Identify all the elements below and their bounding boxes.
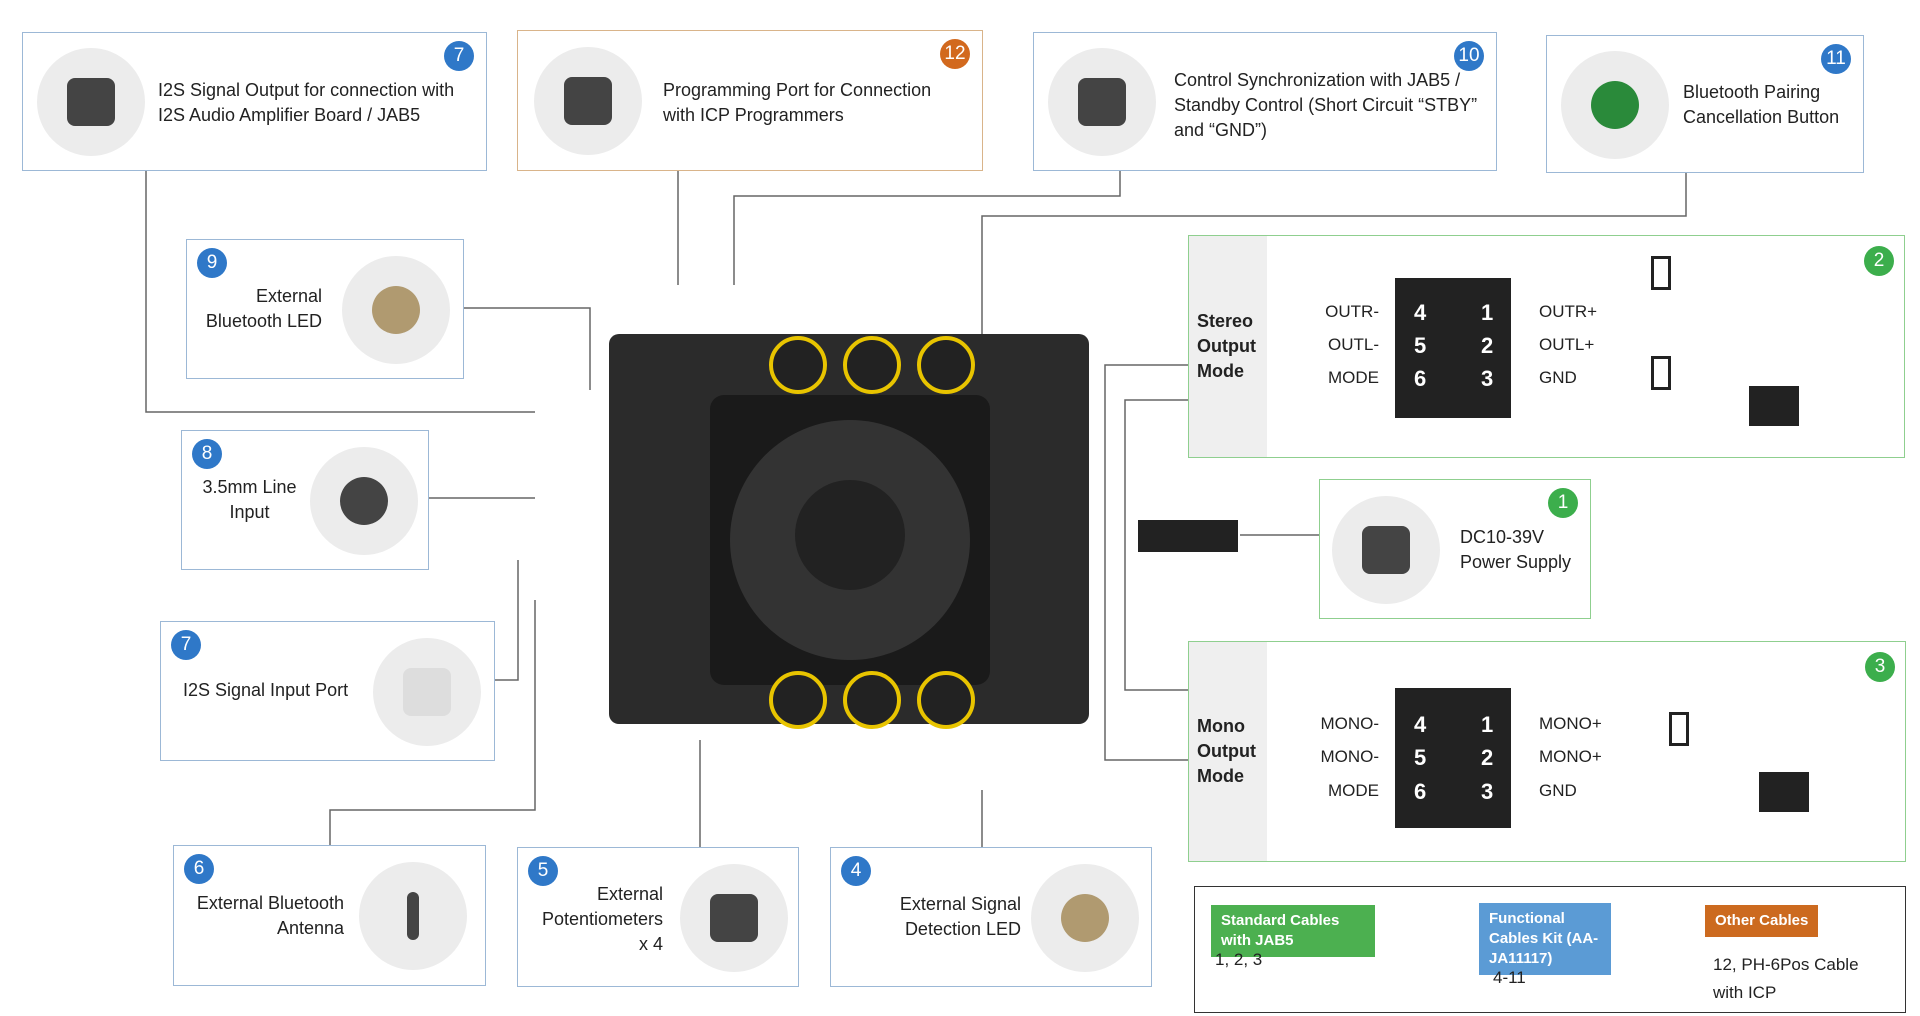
speaker-cable-image <box>1749 386 1799 426</box>
mono-output-panel: Mono Output Mode MONO- MONO- MODE 4 5 6 … <box>1188 641 1906 862</box>
pin-number: 5 <box>1414 333 1427 358</box>
callout-text: 3.5mm Line Input <box>202 477 297 522</box>
connector-image <box>1048 48 1156 156</box>
pin-label: GND <box>1539 781 1577 800</box>
callout-number: 7 <box>444 41 474 71</box>
legend-tag: Functional Cables Kit (AA-JA11117) <box>1479 903 1611 975</box>
callout-control-sync: Control Synchronization with JAB5 / Stan… <box>1033 32 1497 171</box>
pin-number: 5 <box>1414 745 1427 770</box>
pin-label: OUTL+ <box>1539 335 1595 354</box>
callout-i2s-output: I2S Signal Output for connection with I2… <box>22 32 487 171</box>
callout-text: Bluetooth Pairing Cancellation Button <box>1683 82 1840 127</box>
pin-label: MONO- <box>1320 714 1379 733</box>
dc-power-plug <box>1138 520 1238 552</box>
callout-text: External Potentiometers x 4 <box>541 884 663 954</box>
callout-bt-pairing: Bluetooth Pairing Cancellation Button 11 <box>1546 35 1864 173</box>
callout-text: External Bluetooth LED <box>205 286 322 331</box>
cable-image <box>373 638 481 746</box>
led-image <box>342 256 450 364</box>
callout-bt-antenna: 6 External Bluetooth Antenna <box>173 845 486 986</box>
callout-power-supply: DC10-39V Power Supply 1 <box>1319 479 1591 619</box>
callout-text: Control Synchronization with JAB5 / Stan… <box>1174 70 1478 140</box>
callout-number: 1 <box>1548 488 1578 518</box>
mode-label: Mono Output Mode <box>1189 642 1267 861</box>
speaker-cable-image <box>1759 772 1809 812</box>
programmer-image <box>534 47 642 155</box>
legend-tag: Standard Cables with JAB5 <box>1211 905 1375 957</box>
pin-label: MONO+ <box>1539 714 1602 733</box>
pin-label: MONO- <box>1320 747 1379 766</box>
pin-number: 1 <box>1481 712 1494 737</box>
pin-label: MODE <box>1328 781 1379 800</box>
speaker-icon <box>1669 712 1689 746</box>
callout-text: External Signal Detection LED <box>899 894 1021 939</box>
stereo-output-panel: Stereo Output Mode OUTR- OUTL- MODE 4 5 … <box>1188 235 1905 458</box>
pin-label: OUTR+ <box>1539 302 1598 321</box>
pin-number: 3 <box>1481 366 1494 391</box>
speaker-icon <box>1651 356 1671 390</box>
pin-number: 6 <box>1414 366 1427 391</box>
legend-value: 1, 2, 3 <box>1215 950 1263 969</box>
callout-i2s-input: 7 I2S Signal Input Port <box>160 621 495 761</box>
pin-label: MODE <box>1328 368 1379 387</box>
callout-text: I2S Signal Input Port <box>183 680 349 700</box>
callout-text: Programming Port for Connection with ICP… <box>663 80 932 125</box>
callout-bt-led: 9 External Bluetooth LED <box>186 239 464 379</box>
led-image <box>1031 864 1139 972</box>
callout-text: External Bluetooth Antenna <box>196 893 344 938</box>
pin-number: 4 <box>1414 712 1427 737</box>
callout-programming-port: Programming Port for Connection with ICP… <box>517 30 983 171</box>
button-image <box>1561 51 1669 159</box>
pin-number: 3 <box>1481 779 1494 804</box>
callout-potentiometers: 5 External Potentiometers x 4 <box>517 847 799 987</box>
legend-value: 12, PH-6Pos Cable with ICP <box>1713 955 1859 1002</box>
callout-number: 4 <box>841 856 871 886</box>
callout-number: 3 <box>1865 652 1895 682</box>
callout-line-input: 8 3.5mm Line Input <box>181 430 429 570</box>
legend-tag: Other Cables <box>1705 905 1819 937</box>
callout-number: 6 <box>184 854 214 884</box>
cable-legend: Standard Cables with JAB5 1, 2, 3 Functi… <box>1194 886 1906 1013</box>
i2s-board-image <box>37 48 145 156</box>
pin-number: 1 <box>1481 300 1494 325</box>
pin-number: 6 <box>1414 779 1427 804</box>
jack-image <box>310 447 418 555</box>
callout-text: I2S Signal Output for connection with I2… <box>158 80 455 125</box>
output-connector <box>1395 688 1511 828</box>
power-adapter-image <box>1332 496 1440 604</box>
pin-label: MONO+ <box>1539 747 1602 766</box>
speaker-icon <box>1651 256 1671 290</box>
output-connector <box>1395 278 1511 418</box>
callout-number: 7 <box>171 630 201 660</box>
callout-number: 2 <box>1864 246 1894 276</box>
callout-number: 12 <box>940 39 970 69</box>
pin-label: GND <box>1539 368 1577 387</box>
callout-number: 9 <box>197 248 227 278</box>
mode-label: Stereo Output Mode <box>1189 236 1267 457</box>
callout-text: DC10-39V Power Supply <box>1460 527 1572 572</box>
pin-label: OUTL- <box>1328 335 1379 354</box>
potentiometer-image <box>680 864 788 972</box>
callout-number: 10 <box>1454 41 1484 71</box>
legend-value: 4-11 <box>1493 968 1526 987</box>
callout-number: 11 <box>1821 44 1851 74</box>
pin-number: 4 <box>1414 300 1427 325</box>
antenna-image <box>359 862 467 970</box>
callout-signal-led: 4 External Signal Detection LED <box>830 847 1152 987</box>
pin-number: 2 <box>1481 745 1494 770</box>
callout-number: 8 <box>192 439 222 469</box>
callout-number: 5 <box>528 856 558 886</box>
pin-number: 2 <box>1481 333 1494 358</box>
pin-label: OUTR- <box>1325 302 1379 321</box>
